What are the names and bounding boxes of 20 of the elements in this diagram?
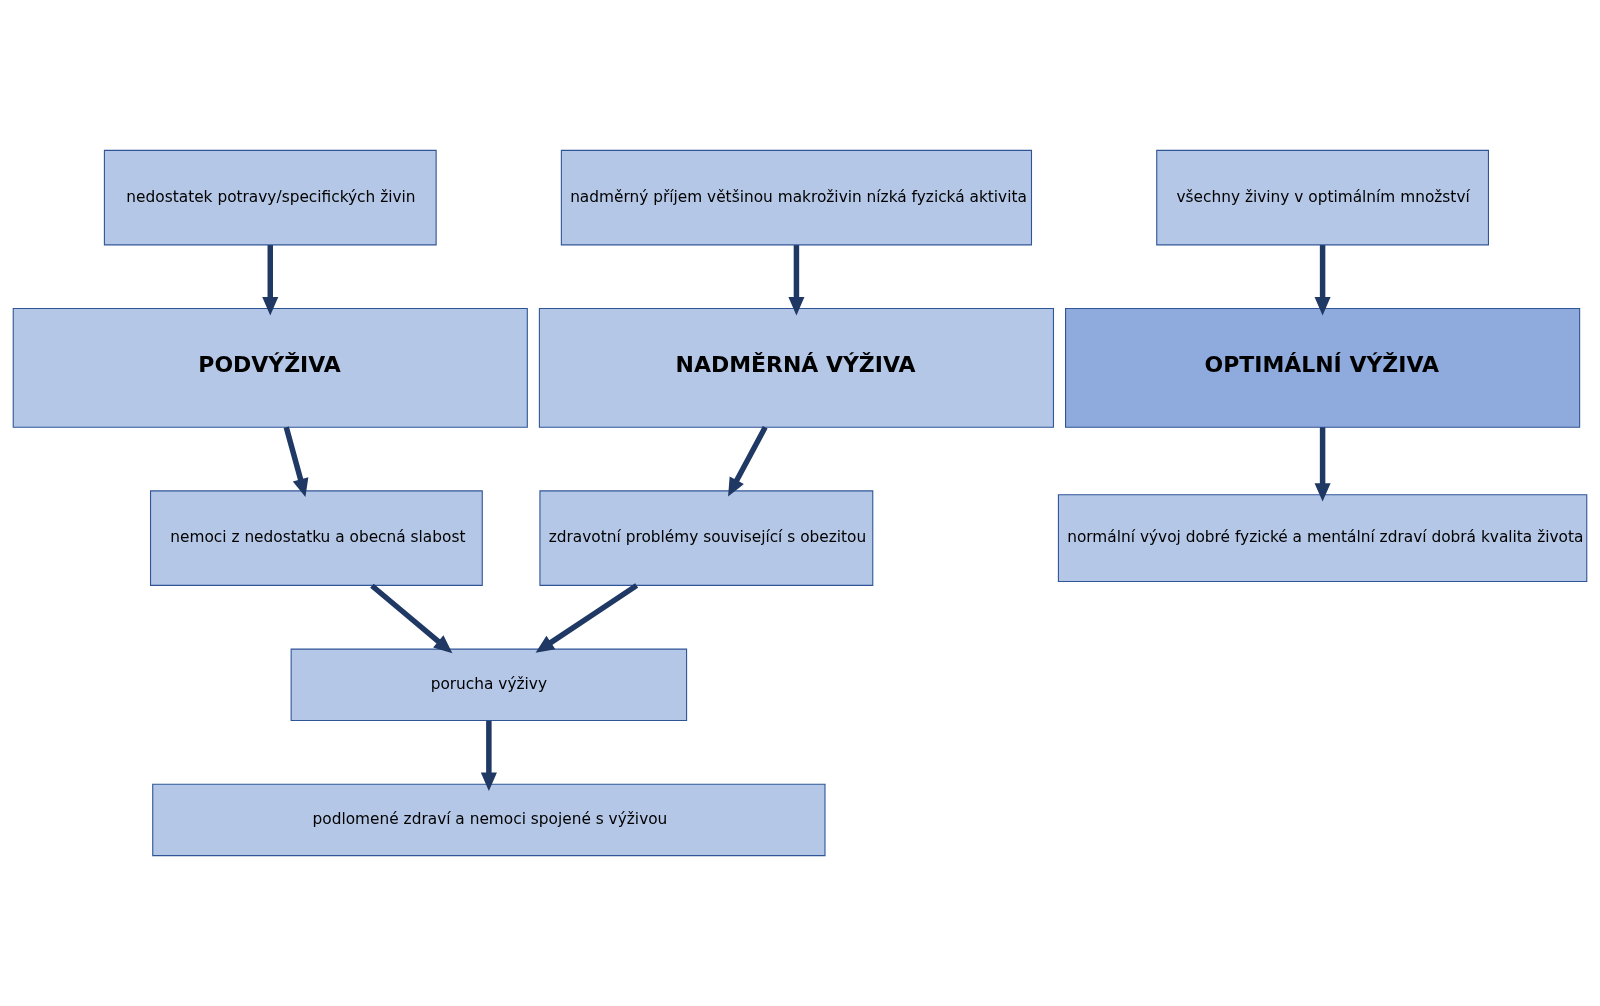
node-box: nadměrný příjem většinou makroživin nízká fyzická aktivita	[560, 149, 1033, 246]
node-box: nemoci z nedostatku a obecná slabost	[150, 490, 483, 586]
arrow	[728, 426, 768, 497]
arrow	[535, 583, 639, 653]
arrow	[1314, 245, 1331, 316]
node-box: normální vývoj dobré fyzické a mentální zdraví dobrá kvalita života	[1057, 494, 1588, 583]
node-box: PODVÝŽIVA	[12, 308, 528, 428]
node-box: podlomené zdraví a nemoci spojené s výživou	[152, 783, 826, 857]
node-box: nedostatek potravy/specifických živin	[103, 149, 437, 246]
node-box: OPTIMÁLNÍ VÝŽIVA	[1065, 308, 1581, 428]
arrow	[283, 426, 309, 498]
arrow	[788, 245, 805, 316]
node-box: zdravotní problémy související s obezitou	[539, 490, 874, 586]
node-box: všechny živiny v optimálním množství	[1156, 149, 1489, 246]
arrow	[370, 583, 453, 654]
arrow	[480, 720, 497, 791]
arrow	[1314, 427, 1331, 502]
node-box: NADMĚRNÁ VÝŽIVA	[538, 308, 1054, 428]
node-box: porucha výživy	[290, 648, 688, 722]
arrow	[262, 245, 279, 316]
